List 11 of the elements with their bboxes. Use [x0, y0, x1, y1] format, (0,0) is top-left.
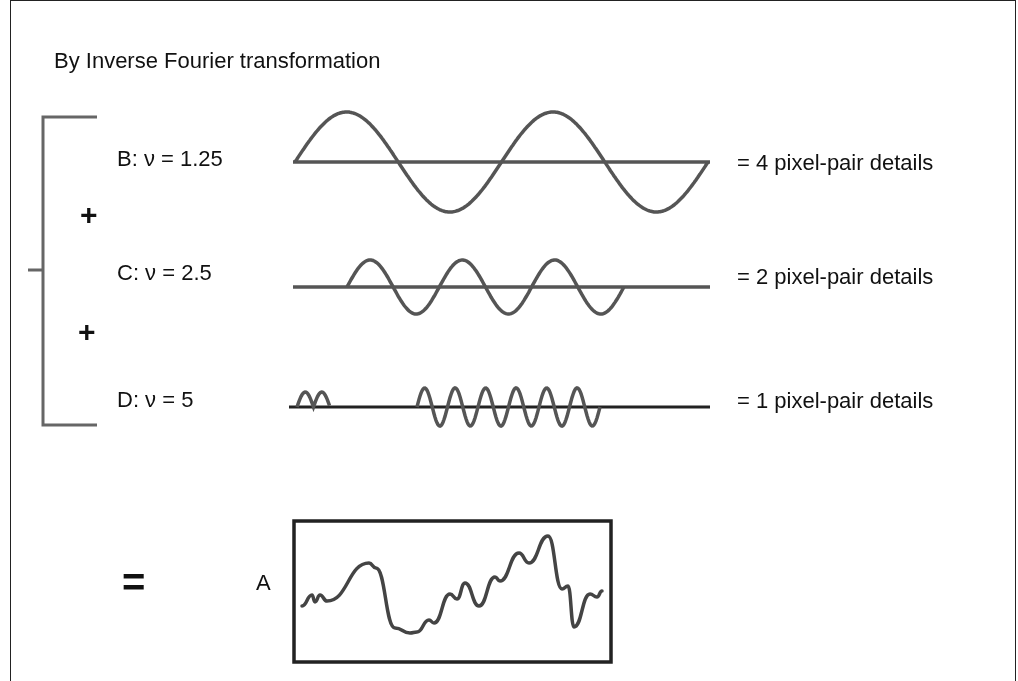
wave-label: C: ν = 2.5 [117, 262, 212, 284]
detail-label: = 2 pixel-pair details [737, 266, 934, 288]
equals-sign: = [122, 562, 146, 602]
wave-label: B: ν = 1.25 [117, 148, 223, 170]
plus-sign: + [80, 200, 98, 230]
signal-label: A [256, 572, 271, 594]
plus-sign: + [78, 317, 96, 347]
detail-label: = 1 pixel-pair details [737, 390, 934, 412]
wave-label: D: ν = 5 [117, 389, 194, 411]
detail-label: = 4 pixel-pair details [737, 152, 934, 174]
title-text: By Inverse Fourier transformation [54, 48, 381, 74]
